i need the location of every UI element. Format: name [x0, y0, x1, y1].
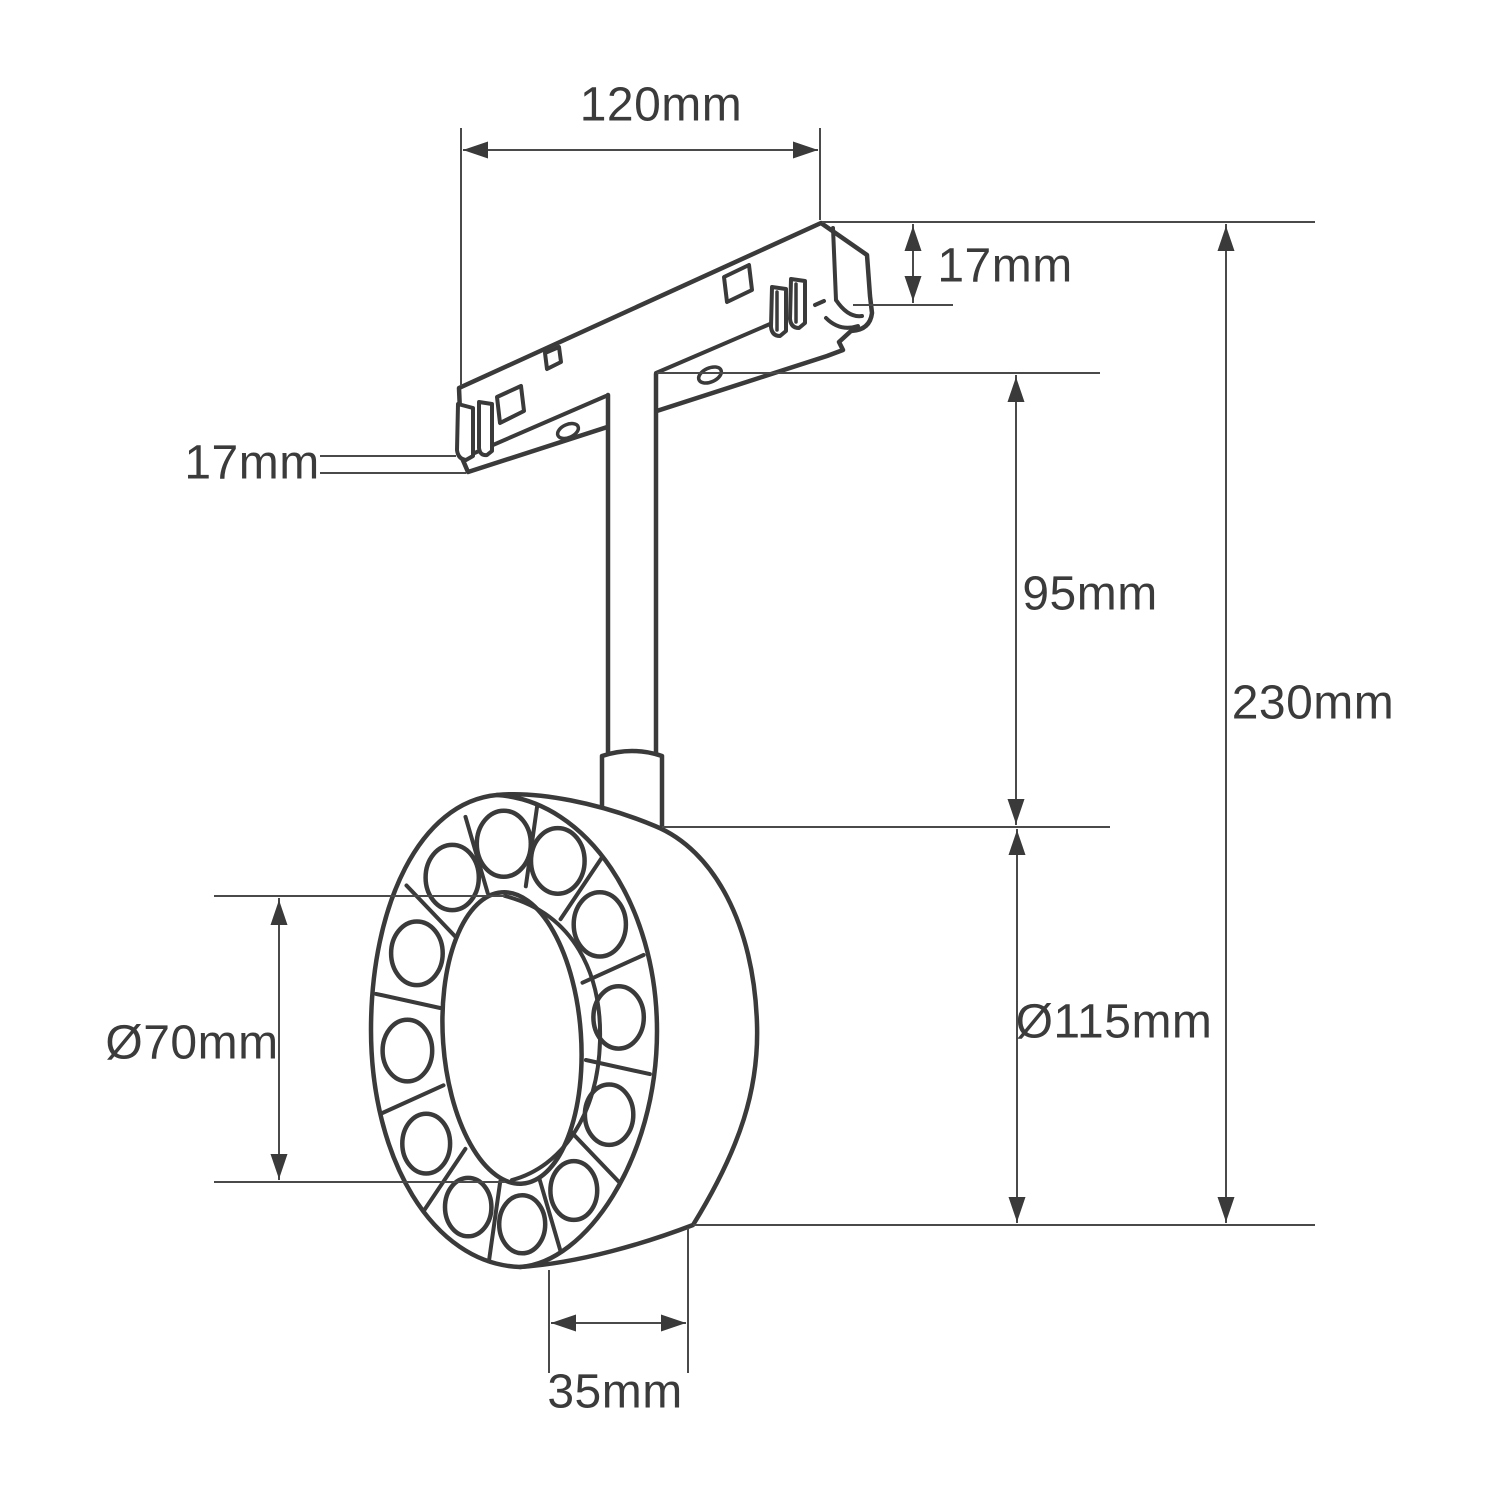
track-end-connector [824, 226, 864, 330]
led-sector-separator [567, 1128, 622, 1185]
led-lens-hole [496, 1193, 548, 1256]
front-face-edge [494, 792, 660, 1270]
dimension-arrowhead [1217, 1197, 1235, 1222]
led-sector-separator [404, 883, 459, 940]
dim-label-track-length: 120mm [579, 78, 743, 132]
track-adapter-outline [456, 220, 875, 475]
center-hole [440, 890, 584, 1186]
led-lens-hole [400, 1111, 453, 1176]
led-sector-separator [380, 1083, 446, 1115]
dim-label-outer-diameter: Ø115mm [1015, 995, 1213, 1049]
dimension-arrowhead [463, 141, 488, 159]
dim-label-stem-drop: 95mm [1022, 567, 1158, 621]
led-lens-hole [388, 919, 445, 988]
dimension-arrowhead [661, 1314, 686, 1332]
dimension-arrowhead [1007, 377, 1025, 402]
dimension-arrowheads [270, 141, 1235, 1332]
dimension-lines [214, 128, 1315, 1373]
dimension-arrowhead [270, 1154, 288, 1179]
stem-body [608, 374, 656, 752]
led-lens-hole [380, 1017, 435, 1084]
stem-edges [605, 371, 659, 755]
led-lens-hole [591, 983, 647, 1051]
dimension-arrowhead [1008, 1197, 1026, 1222]
dim-label-overall-height: 230mm [1231, 676, 1395, 730]
light-head [368, 792, 760, 1270]
collar-body [599, 748, 665, 832]
led-sector-separator [558, 855, 605, 922]
led-lens-hole [571, 890, 629, 959]
dim-label-head-thickness: 35mm [547, 1365, 683, 1419]
screw-hole [696, 365, 724, 385]
dimension-arrowhead [1008, 830, 1026, 855]
led-sector-separator [486, 1179, 503, 1264]
led-sector-separator [536, 1173, 563, 1254]
dimension-arrowhead [904, 276, 922, 301]
dim-label-inner-diameter: Ø70mm [105, 1016, 279, 1070]
dim-label-track-width: 17mm [184, 436, 320, 490]
led-sector-separator [463, 814, 490, 895]
dimension-arrowhead [1007, 799, 1025, 824]
left-clip-prong [455, 402, 475, 462]
side-slot-hole [543, 345, 563, 371]
stem [605, 371, 659, 755]
dim-label-track-height: 17mm [937, 239, 1073, 293]
led-lens-hole [423, 842, 482, 913]
led-lens-hole [548, 1158, 600, 1223]
led-sector-separator [421, 1146, 468, 1213]
side-slot-hole [722, 263, 754, 304]
center-hole-depth-edge [503, 894, 603, 1182]
track-adapter [455, 220, 875, 475]
dimension-arrowhead [904, 226, 922, 251]
collar [599, 748, 665, 832]
dimension-arrowhead [1217, 226, 1235, 251]
dimension-arrowhead [270, 900, 288, 925]
side-slot-hole [495, 384, 526, 425]
led-sector-separator [523, 804, 540, 889]
screw-hole [555, 421, 581, 441]
dimension-arrowhead [793, 141, 818, 159]
led-sector-separator [374, 991, 443, 1010]
led-lens-hole [442, 1175, 494, 1239]
left-clip-prong [477, 400, 494, 458]
dimension-arrowhead [551, 1314, 576, 1332]
